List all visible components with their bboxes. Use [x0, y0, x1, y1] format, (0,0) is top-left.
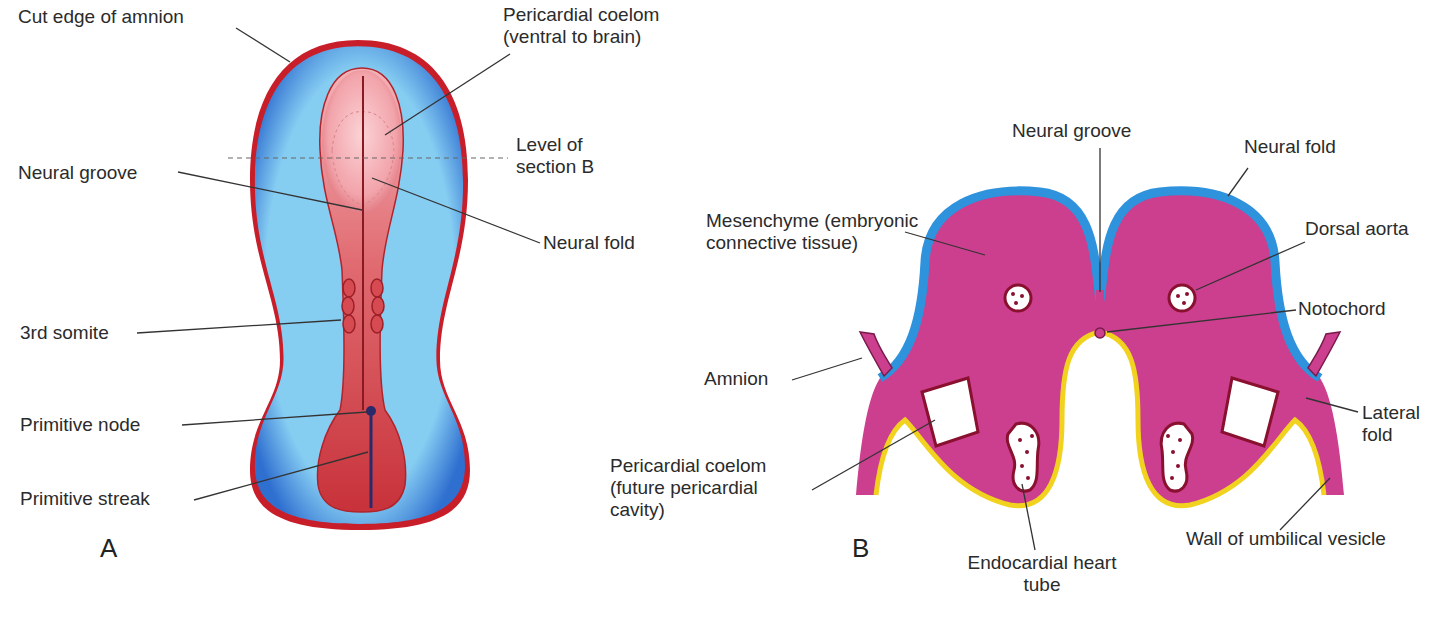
- somites: [342, 279, 384, 333]
- part-label: Pericardial coelom (ventral to brain): [503, 4, 703, 48]
- part-label: Cut edge of amnion: [18, 6, 258, 28]
- part-label: Neural fold: [1244, 136, 1394, 158]
- part-label: Amnion: [704, 368, 804, 390]
- part-label: Primitive streak: [20, 488, 200, 510]
- part-label: Notochord: [1298, 298, 1438, 320]
- part-label: Pericardial coelom (future pericardial c…: [610, 455, 810, 521]
- part-label: Mesenchyme (embryonic connective tissue): [706, 210, 946, 254]
- panel-letter: B: [852, 534, 892, 562]
- part-label: Dorsal aorta: [1305, 218, 1440, 240]
- neural-groove-line: [362, 76, 364, 410]
- neural-groove-fill: [1096, 290, 1104, 304]
- part-label: Endocardial heart tube: [962, 552, 1122, 596]
- primitive-streak: [370, 411, 373, 508]
- section-level-line: [228, 157, 508, 158]
- part-label: Level of section B: [516, 134, 636, 178]
- part-label: Neural fold: [543, 232, 693, 254]
- dorsal-view: [228, 40, 508, 530]
- part-label: Primitive node: [20, 414, 190, 436]
- notochord: [1095, 328, 1105, 338]
- amnion-edge: [250, 40, 470, 530]
- part-label: Wall of umbilical vesicle: [1186, 528, 1436, 550]
- part-label: 3rd somite: [20, 322, 160, 344]
- amniotic-cavity: [255, 46, 465, 524]
- part-label: Lateral fold: [1362, 402, 1440, 446]
- section-left-half: [856, 191, 1100, 506]
- part-label: Neural groove: [1012, 120, 1182, 142]
- leader-lines: [137, 28, 1358, 550]
- part-label: Neural groove: [18, 162, 188, 184]
- panel-letter: A: [100, 534, 140, 562]
- embryonic-disc: [317, 68, 405, 512]
